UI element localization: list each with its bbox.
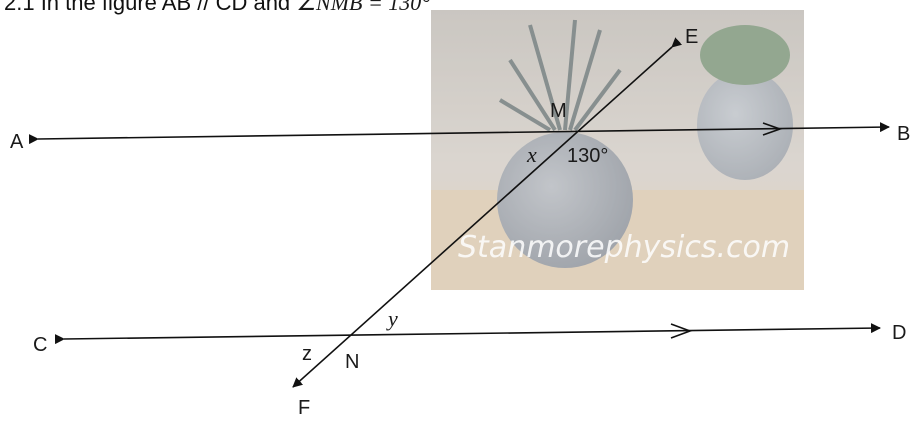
line-cd: [54, 323, 881, 345]
watermark-text: Stanmorephysics.com: [458, 230, 790, 265]
parallel-mark-ab: [762, 122, 783, 136]
angle-given-130: 130°: [567, 145, 608, 167]
label-point-e: E: [685, 26, 698, 48]
angle-y-label: y: [386, 306, 398, 331]
label-point-a: A: [10, 131, 24, 153]
angle-x-label: x: [526, 142, 537, 167]
heading-text: 2.1 In the figure AB // CD and ∠NMB = 13…: [4, 0, 430, 15]
label-point-n: N: [345, 351, 359, 373]
background-photo: Stanmorephysics.com: [431, 10, 804, 290]
label-point-c: C: [33, 334, 47, 356]
label-point-f: F: [298, 397, 310, 419]
label-point-m: M: [550, 100, 567, 122]
heading-angle-expression: ∠NMB = 130°: [296, 0, 430, 15]
angle-z-label: z: [302, 343, 312, 365]
transversal-ef: [292, 37, 683, 388]
label-point-b: B: [897, 123, 910, 145]
label-point-d: D: [892, 322, 906, 344]
